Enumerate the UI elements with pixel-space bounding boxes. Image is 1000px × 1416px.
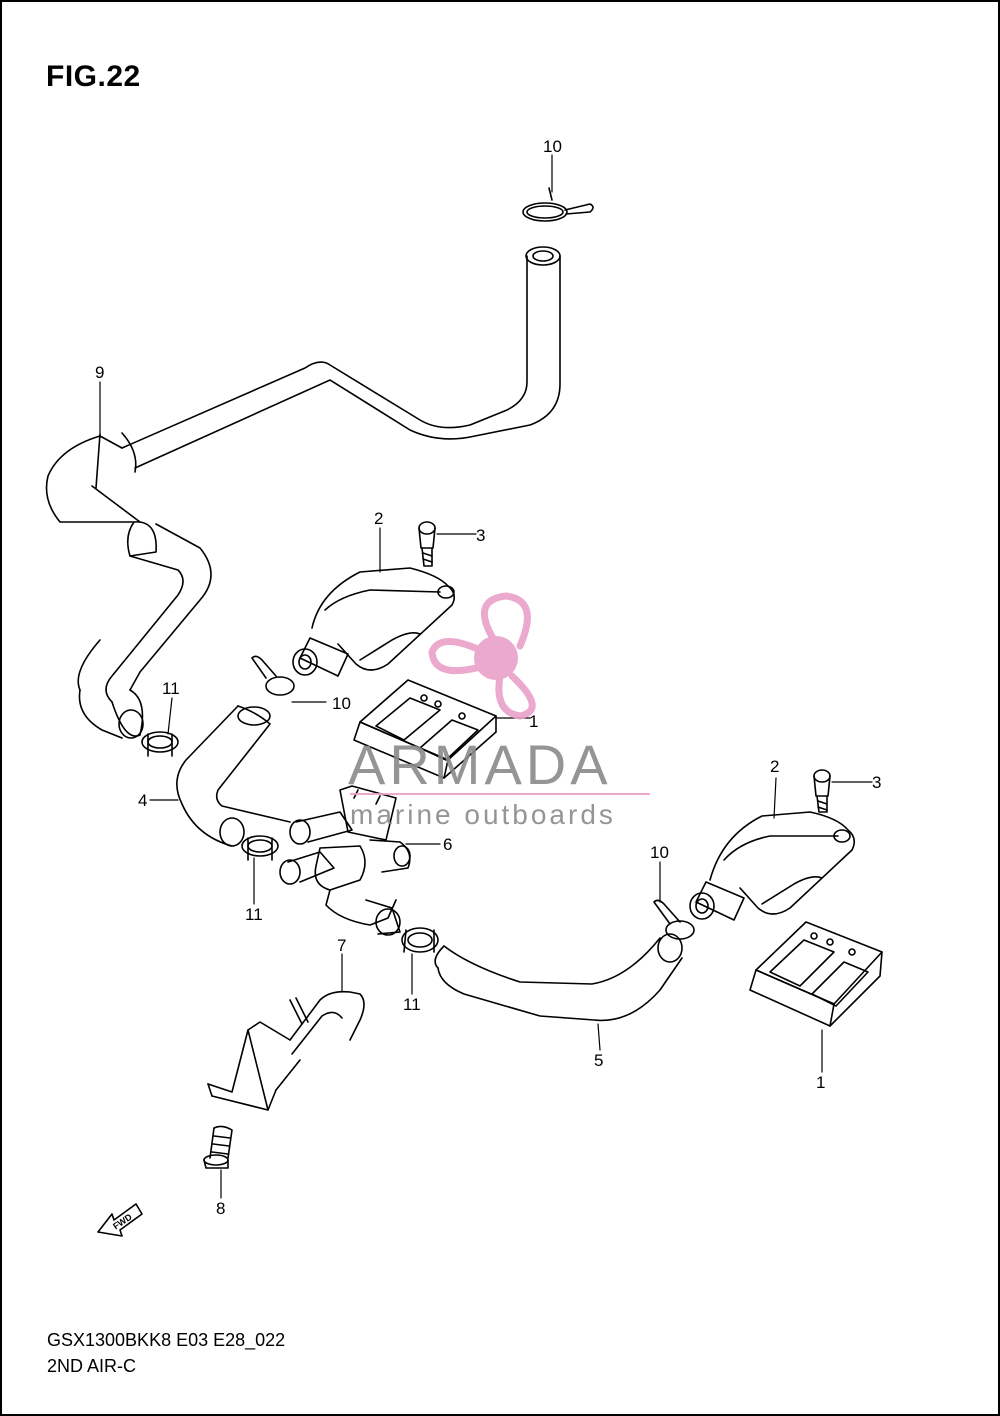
footer-section-name: 2ND AIR-C (47, 1356, 137, 1376)
callout-10-lower: 10 (650, 843, 669, 862)
bolt-part-3-upper (418, 521, 436, 567)
footer-model-code: GSX1300BKK8 E03 E28_022 (47, 1330, 286, 1350)
watermark-logo: ARMADA marine outboards (348, 592, 650, 830)
hose-part-9 (45, 246, 561, 739)
callout-6: 6 (443, 835, 452, 854)
clip-part-10-top (522, 187, 594, 222)
callout-11-upper: 11 (162, 679, 180, 698)
callout-10-top: 10 (543, 137, 562, 156)
reed-plate-part-1-upper (353, 679, 497, 779)
callout-8: 8 (216, 1199, 225, 1218)
callout-9: 9 (95, 363, 104, 382)
bolt-part-3-lower (813, 769, 831, 813)
hose-part-4 (176, 705, 291, 847)
callout-11-mid: 11 (245, 905, 263, 924)
callout-4: 4 (138, 791, 147, 810)
figure-title: FIG.22 (46, 60, 141, 93)
clip-part-10-mid (251, 655, 295, 696)
callout-10-mid: 10 (332, 694, 351, 713)
callout-1-lower: 1 (816, 1073, 825, 1092)
callout-5: 5 (594, 1051, 603, 1070)
cover-part-2-lower (689, 811, 856, 921)
leader-lines (99, 154, 873, 1199)
bracket-part-7 (207, 990, 365, 1111)
clamp-part-11-lower (401, 927, 439, 953)
callout-3-upper: 3 (476, 526, 485, 545)
reed-plate-part-1-lower (749, 921, 883, 1027)
bolt-part-8 (203, 1125, 233, 1169)
clip-part-10-lower (653, 899, 695, 940)
clamp-part-11-upper (141, 731, 179, 757)
hose-part-5 (434, 933, 683, 1022)
watermark-word: ARMADA (348, 733, 612, 796)
callout-3-lower: 3 (872, 773, 881, 792)
propeller-icon (428, 592, 536, 720)
cover-part-2-upper (292, 567, 456, 677)
fwd-arrow-icon: FWD (97, 1203, 143, 1237)
callout-2-lower: 2 (770, 757, 779, 776)
propeller-hub-icon (474, 636, 518, 680)
valve-part-6 (279, 785, 411, 936)
callout-1-upper: 1 (529, 712, 538, 731)
callout-labels: 10 9 2 3 11 10 1 4 6 11 2 3 10 7 11 5 1 … (95, 137, 881, 1218)
callout-2-upper: 2 (374, 509, 383, 528)
clamp-part-11-mid (241, 835, 279, 861)
watermark-tagline: marine outboards (350, 799, 616, 830)
callout-11-lower: 11 (403, 995, 421, 1014)
callout-7: 7 (337, 936, 346, 955)
